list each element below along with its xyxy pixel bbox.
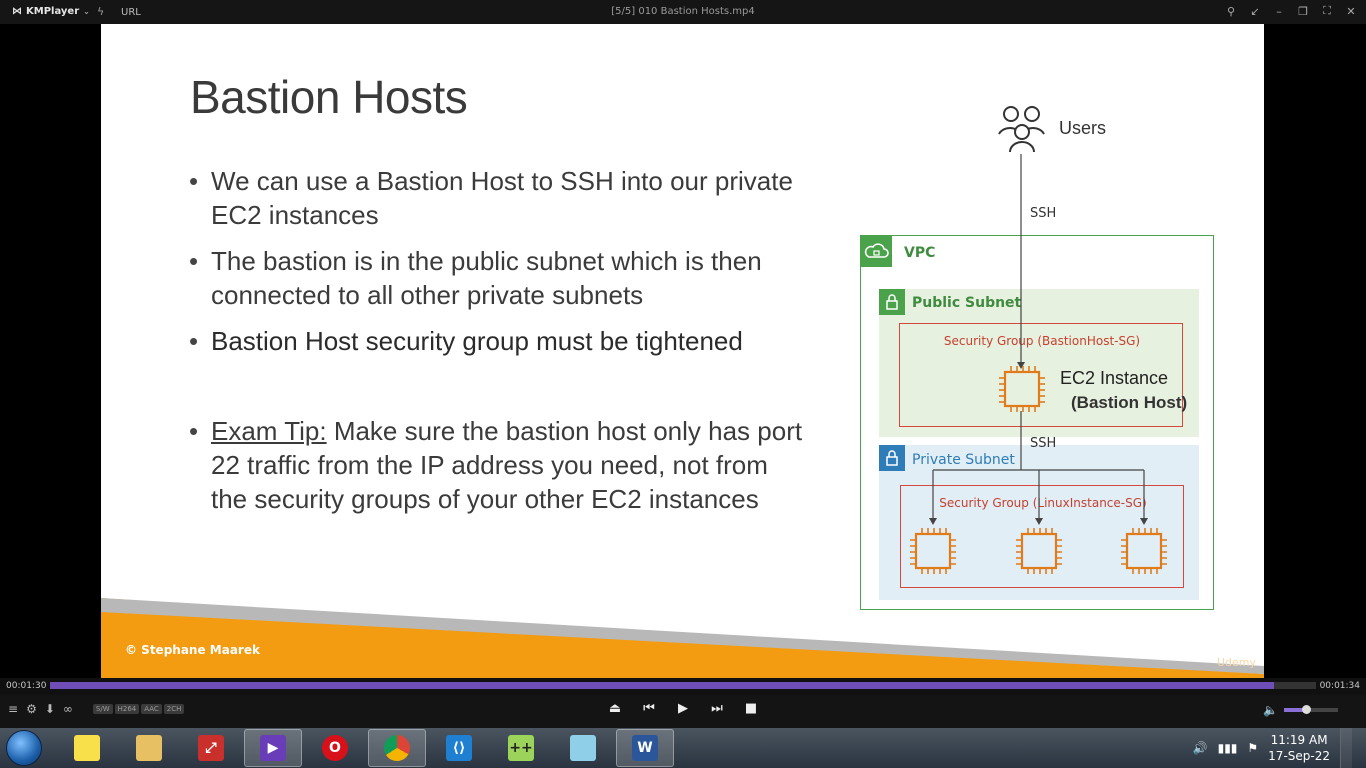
bullet-2: The bastion is in the public subnet whic… <box>189 244 809 312</box>
seek-bar[interactable] <box>50 682 1316 689</box>
chrome-browser-icon[interactable] <box>368 729 426 767</box>
exam-tip-label: Exam Tip: <box>211 416 327 446</box>
window-controls: ⚲ ↙ – ❐ ⛶ ✕ <box>1224 4 1358 18</box>
codec-badge: 2CH <box>163 704 185 714</box>
speaker-icon[interactable]: 🔈 <box>1263 703 1278 717</box>
seek-bar-row: 00:01:30 00:01:34 <box>0 678 1366 695</box>
clock-time: 11:19 AM <box>1270 733 1328 747</box>
codec-badge: S/W <box>92 704 113 714</box>
kmplayer-logo-icon: ⋈ <box>12 6 22 17</box>
left-controls: ≡ ⚙ ⬇ ∞ S/W H264 AAC 2CH <box>8 702 185 716</box>
ssh-label-top: SSH <box>1030 206 1057 221</box>
stop-icon[interactable]: ■ <box>744 701 758 716</box>
playback-controls: ⏏ ⏮ ▶ ⏭ ■ <box>606 701 760 716</box>
footer-orange-band <box>101 598 1264 678</box>
private-subnet-label: Private Subnet <box>912 452 1015 468</box>
previous-icon[interactable]: ⏮ <box>643 701 655 716</box>
volume-knob[interactable] <box>1301 705 1311 714</box>
volume-tray-icon[interactable]: 🔊 <box>1192 741 1208 755</box>
restore-icon[interactable]: ❐ <box>1298 4 1308 18</box>
bullet-3: Bastion Host security group must be tigh… <box>189 324 809 358</box>
public-subnet-box: Public Subnet <box>879 289 1199 437</box>
brand-label: KMPlayer <box>26 6 80 17</box>
vpc-cloud-icon <box>861 236 892 267</box>
codec-badge: AAC <box>141 704 162 714</box>
url-button[interactable]: URL <box>121 7 141 18</box>
notepad-plus-plus-icon[interactable]: ++ <box>492 729 550 767</box>
lock-icon <box>879 289 905 315</box>
codec-badges: S/W H264 AAC 2CH <box>92 704 185 714</box>
copyright-text: © Stephane Maarek <box>125 643 260 657</box>
slide: Bastion Hosts We can use a Bastion Host … <box>101 24 1264 678</box>
title-bar: ⋈ KMPlayer ⌄ ϟ URL [5/5] 010 Bastion Hos… <box>0 0 1366 24</box>
eject-icon[interactable]: ⏏ <box>608 701 622 716</box>
ec2-instance-label: EC2 Instance <box>1060 368 1169 388</box>
bullet-list: We can use a Bastion Host to SSH into ou… <box>189 164 809 516</box>
editor-icon[interactable] <box>554 729 612 767</box>
pin-icon[interactable]: ⚲ <box>1226 4 1236 18</box>
fullscreen-icon[interactable]: ⛶ <box>1323 4 1331 17</box>
exam-tip-text: Make sure the bastion host only has port… <box>211 416 803 514</box>
minimize-icon[interactable]: – <box>1276 4 1282 18</box>
taskbar-clock[interactable]: 11:19 AM 17-Sep-22 <box>1268 732 1330 764</box>
file-explorer-icon[interactable] <box>120 729 178 767</box>
signal-icon[interactable]: ▮▮▮ <box>1217 741 1238 755</box>
users-icon <box>996 102 1048 158</box>
clock-date: 17-Sep-22 <box>1268 749 1330 763</box>
kmplayer-menu[interactable]: ⋈ KMPlayer ⌄ <box>12 6 90 17</box>
vscode-icon[interactable]: ⟨⟩ <box>430 729 488 767</box>
menu-icon[interactable]: ≡ <box>8 702 19 716</box>
shrink-icon[interactable]: ↙ <box>1250 4 1260 18</box>
elapsed-time: 00:01:30 <box>6 681 47 691</box>
sticky-notes-icon[interactable] <box>58 729 116 767</box>
windows-taskbar: ⤢ ▶ O ⟨⟩ ++ W 🔊 ▮▮▮ ⚑ 11:19 AM 17-Sep-22 <box>0 728 1366 768</box>
network-flag-icon[interactable]: ⚑ <box>1247 741 1259 755</box>
media-player-icon[interactable]: ▶ <box>244 729 302 767</box>
system-tray: 🔊 ▮▮▮ ⚑ 11:19 AM 17-Sep-22 <box>1193 728 1366 768</box>
ssh-label-bottom: SSH <box>1030 436 1057 451</box>
next-icon[interactable]: ⏭ <box>711 701 723 716</box>
slide-title: Bastion Hosts <box>190 71 468 123</box>
volume-fill <box>1283 708 1306 712</box>
bastion-security-group: Security Group (BastionHost-SG) <box>899 323 1183 427</box>
control-bar: ≡ ⚙ ⬇ ∞ S/W H264 AAC 2CH ⏏ ⏮ ▶ ⏭ ■ 🔈 <box>0 695 1366 728</box>
users-label: Users <box>1059 118 1107 138</box>
show-desktop-button[interactable] <box>1340 728 1352 768</box>
pdf-viewer-icon[interactable]: ⤢ <box>182 729 240 767</box>
play-icon[interactable]: ▶ <box>678 701 688 716</box>
bastion-host-label: (Bastion Host) <box>1071 393 1188 412</box>
public-subnet-label: Public Subnet <box>912 295 1022 311</box>
vpc-label: VPC <box>904 245 936 261</box>
bullet-exam-tip: Exam Tip: Make sure the bastion host onl… <box>189 414 809 516</box>
opera-browser-icon[interactable]: O <box>306 729 364 767</box>
window-title: [5/5] 010 Bastion Hosts.mp4 <box>611 6 755 17</box>
bullet-1: We can use a Bastion Host to SSH into ou… <box>189 164 809 232</box>
lock-icon <box>879 445 905 471</box>
download-icon[interactable]: ⬇ <box>44 702 55 716</box>
linux-security-group: Security Group (LinuxInstance-SG) <box>900 485 1184 588</box>
close-icon[interactable]: ✕ <box>1346 4 1356 18</box>
volume-slider[interactable] <box>1283 705 1338 714</box>
volume-control: 🔈 <box>1263 703 1338 717</box>
chevron-down-icon: ⌄ <box>83 7 90 16</box>
taskbar-apps: ⤢ ▶ O ⟨⟩ ++ W <box>58 729 674 767</box>
total-duration: 00:01:34 <box>1319 681 1360 691</box>
seek-bar-fill <box>50 682 1275 689</box>
linux-sg-label: Security Group (LinuxInstance-SG) <box>939 496 1147 510</box>
bastion-sg-label: Security Group (BastionHost-SG) <box>943 334 1141 348</box>
word-icon[interactable]: W <box>616 729 674 767</box>
codec-badge: H264 <box>114 704 140 714</box>
vr-glasses-icon[interactable]: ∞ <box>62 702 73 716</box>
settings-gear-icon[interactable]: ⚙ <box>26 702 37 716</box>
lightning-icon[interactable]: ϟ <box>97 5 105 18</box>
video-area[interactable]: Bastion Hosts We can use a Bastion Host … <box>0 24 1366 678</box>
udemy-watermark: Udemy <box>1216 656 1256 669</box>
start-button[interactable] <box>6 730 42 766</box>
